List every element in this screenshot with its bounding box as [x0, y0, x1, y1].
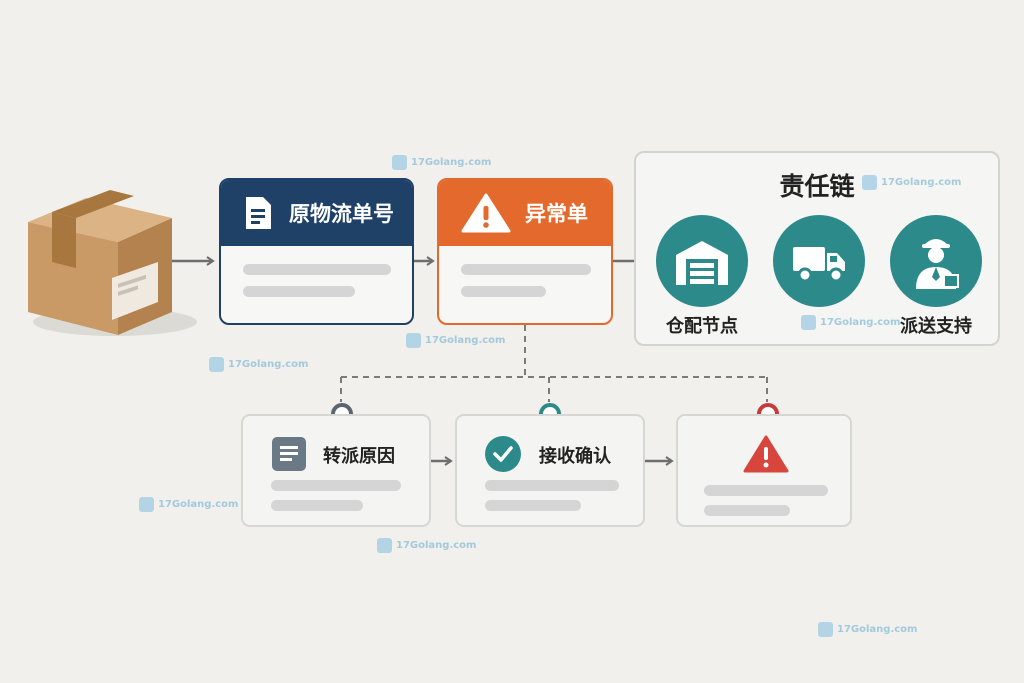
watermark: 17Golang.com [862, 175, 961, 190]
watermark: 17Golang.com [139, 497, 238, 512]
placeholder-line [271, 500, 363, 511]
chain-node-truck[interactable] [773, 215, 865, 307]
document-icon [246, 197, 271, 229]
reassign-reason-title: 转派原因 [323, 446, 395, 467]
tracking-number-card[interactable]: 原物流单号 [219, 178, 414, 325]
alert-card[interactable] [676, 414, 852, 527]
courier-icon [916, 239, 959, 289]
placeholder-line [461, 286, 546, 297]
placeholder-line [485, 480, 619, 491]
alert-icon [743, 435, 789, 473]
responsibility-chain-panel: 责任链 仓配节点 派送支持 [634, 151, 1000, 346]
watermark: 17Golang.com [377, 538, 476, 553]
tracking-card-header: 原物流单号 [221, 180, 412, 246]
warehouse-icon [676, 241, 728, 285]
reassign-reason-card[interactable]: 转派原因 [241, 414, 431, 527]
chain-title: 责任链 [779, 172, 855, 201]
exception-card-header: 异常单 [439, 180, 611, 246]
dashed-branch [340, 325, 768, 402]
watermark-logo-icon [377, 538, 392, 553]
placeholder-line [704, 505, 790, 516]
watermark-logo-icon [862, 175, 877, 190]
warning-icon [461, 193, 511, 233]
watermark: 17Golang.com [818, 622, 917, 637]
watermark-logo-icon [392, 155, 407, 170]
watermark: 17Golang.com [406, 333, 505, 348]
list-icon [272, 437, 306, 471]
truck-icon [793, 247, 845, 283]
chain-node-warehouse[interactable] [656, 215, 748, 307]
receipt-confirm-card[interactable]: 接收确认 [455, 414, 645, 527]
check-icon [485, 436, 521, 472]
watermark-logo-icon [818, 622, 833, 637]
placeholder-line [704, 485, 828, 496]
watermark: 17Golang.com [209, 357, 308, 372]
chain-node-label-courier: 派送支持 [900, 316, 972, 337]
parcel-box-icon [28, 190, 197, 336]
placeholder-line [243, 286, 355, 297]
chain-node-label-warehouse: 仓配节点 [666, 316, 738, 337]
exception-card-title: 异常单 [525, 202, 588, 226]
chain-node-courier[interactable] [890, 215, 982, 307]
watermark-logo-icon [139, 497, 154, 512]
watermark-logo-icon [406, 333, 421, 348]
placeholder-line [485, 500, 581, 511]
watermark: 17Golang.com [392, 155, 491, 170]
watermark-logo-icon [209, 357, 224, 372]
receipt-confirm-title: 接收确认 [539, 446, 611, 467]
watermark-logo-icon [801, 315, 816, 330]
placeholder-line [271, 480, 401, 491]
exception-card[interactable]: 异常单 [437, 178, 613, 325]
tracking-card-title: 原物流单号 [289, 202, 394, 226]
watermark: 17Golang.com [801, 315, 900, 330]
placeholder-line [243, 264, 391, 275]
placeholder-line [461, 264, 591, 275]
